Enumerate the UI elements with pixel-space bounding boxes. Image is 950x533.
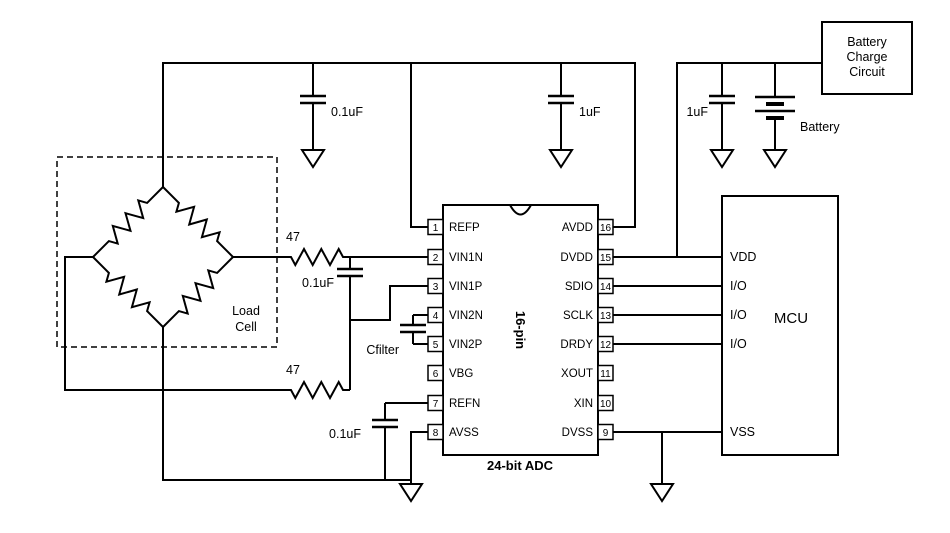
cap-dvdd-bulk-label: 1uF [686, 105, 708, 119]
ground-symbol [762, 149, 788, 169]
pin-name: VIN1N [449, 252, 483, 264]
pin-box-left [427, 364, 444, 382]
labels: 0.1uF 1uF 1uF Battery 47 47 0.1uF Cfilte… [232, 35, 887, 473]
pin-box-right [597, 423, 614, 441]
pin-box-right [597, 394, 614, 412]
mcu-label: MCU [774, 310, 808, 327]
pin-number: 12 [600, 340, 612, 351]
ground-symbol [649, 483, 675, 503]
resistor-top-symbol [287, 246, 347, 268]
pin-box-right [597, 248, 614, 266]
pin-number: 3 [433, 282, 439, 293]
pin-number: 6 [433, 369, 439, 380]
adc-body [442, 204, 599, 456]
pin-box-right [597, 218, 614, 236]
pin-box-right [597, 306, 614, 324]
pin-number: 11 [600, 369, 611, 380]
pin-number: 14 [600, 282, 612, 293]
pin-name: DVDD [560, 252, 593, 264]
cap-input-diff-label: 0.1uF [302, 276, 334, 290]
pin-name: REFP [449, 222, 480, 234]
pin-name: AVSS [449, 427, 479, 439]
pin-number: 8 [433, 428, 439, 439]
pin-name: VIN1P [449, 281, 483, 293]
resistor-bottom-symbol [287, 379, 347, 401]
load-cell-dashed-box [56, 156, 278, 348]
pin-number: 1 [433, 223, 439, 234]
battery-box-line1: Battery [847, 35, 887, 49]
ic-notch-icon [509, 204, 532, 216]
bridge-arm-symbol [162, 256, 234, 328]
mcu-pin-io2: I/O [730, 308, 747, 322]
pin-number: 2 [433, 253, 439, 264]
pin-box-left [427, 306, 444, 324]
bridge-arm-symbol [92, 256, 164, 328]
cap-avdd-bypass-label: 0.1uF [331, 105, 363, 119]
pin-box-left [427, 394, 444, 412]
pin-box-left [427, 277, 444, 295]
pin-name: DVSS [562, 427, 594, 439]
pin-box-right [597, 335, 614, 353]
pin-box-left [427, 218, 444, 236]
resistor-top-label: 47 [286, 230, 300, 244]
pin-name: VIN2P [449, 339, 483, 351]
resistor-bottom-label: 47 [286, 363, 300, 377]
pin-name: XIN [574, 398, 593, 410]
ground-symbol [398, 483, 424, 503]
bridge-arm-symbol [92, 186, 164, 258]
adc-caption: 24-bit ADC [487, 458, 554, 473]
pin-number: 7 [433, 399, 439, 410]
ground-symbol [709, 149, 735, 169]
mcu-box [721, 195, 839, 456]
mcu-pin-vdd: VDD [730, 250, 756, 264]
battery-label: Battery [800, 120, 840, 134]
pin-number: 9 [603, 428, 609, 439]
mcu-pin-io3: I/O [730, 337, 747, 351]
pin-number: 10 [600, 399, 612, 410]
pin-name: DRDY [560, 339, 593, 351]
pin-number: 16 [600, 223, 612, 234]
ground-symbol [300, 149, 326, 169]
pin-box-left [427, 335, 444, 353]
mcu-pin-io1: I/O [730, 279, 747, 293]
pin-name: REFN [449, 398, 480, 410]
pin-number: 4 [433, 311, 439, 322]
ground-symbol [548, 149, 574, 169]
load-cell-label-line1: Load [232, 304, 260, 318]
adc-package-label: 16-pin [513, 311, 528, 349]
pin-number: 5 [433, 340, 439, 351]
pin-box-right [597, 277, 614, 295]
pin-number: 13 [600, 311, 612, 322]
pin-name: XOUT [561, 368, 593, 380]
mcu-pin-vss: VSS [730, 425, 755, 439]
pin-name: SCLK [563, 310, 593, 322]
bridge-arm-symbol [162, 186, 234, 258]
load-cell-label-line2: Cell [235, 320, 257, 334]
wire-net [64, 62, 822, 484]
battery-box-line2: Charge [847, 50, 888, 64]
cap-avdd-bulk-label: 1uF [579, 105, 601, 119]
pin-box-left [427, 423, 444, 441]
pin-name: VBG [449, 368, 473, 380]
battery-box-line3: Circuit [849, 65, 885, 79]
battery-charge-box [821, 21, 913, 95]
pin-name: SDIO [565, 281, 593, 293]
pin-number: 15 [600, 253, 612, 264]
pin-name: AVDD [562, 222, 593, 234]
pin-box-right [597, 364, 614, 382]
pin-name: VIN2N [449, 310, 483, 322]
cap-ref-label: 0.1uF [329, 427, 361, 441]
pin-box-left [427, 248, 444, 266]
cap-filter-label: Cfilter [366, 343, 399, 357]
